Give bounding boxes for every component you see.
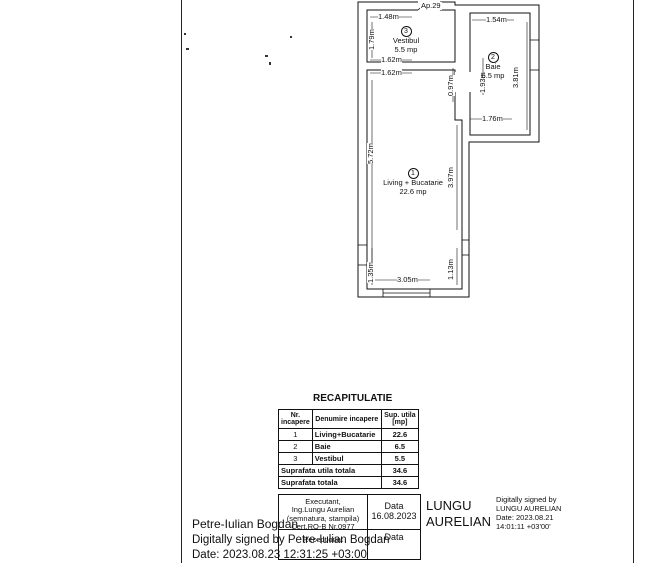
dim-1-35: 1.35m [366,262,375,283]
row-name: Living+Bucatarie [311,428,382,441]
dim-3-05: 3.05m [397,275,418,284]
row-nr: 1 [278,428,313,441]
dim-1-76: 1.76m [482,114,503,123]
lungu-name-line2: AURELIAN [426,514,492,530]
executant-name: Ing.Lungu Aurelian [291,505,355,515]
total-label: Suprafata totala [278,476,382,489]
page-left-border [181,0,182,563]
petre-signed-by: Digitally signed by Petre-Iulian Bogdan [192,534,390,546]
petre-name: Petre-Iulian Bogdan [192,517,299,531]
apartment-label: Ap.29 [420,1,442,10]
date-value: 16.08.2023 [371,510,417,521]
room-name: Living + Bucatarie [383,178,443,187]
dim-1-79: 1.79m [367,29,376,50]
date-label-2: Data [384,532,404,542]
row-name: Vestibul [311,452,382,465]
row-nr: 3 [278,452,313,465]
room-area: 5.5 mp [394,44,418,54]
executant-divider [367,495,368,559]
scan-noise [186,48,189,50]
date-block-2: Data [369,532,419,543]
row-area: 6.5 [380,440,420,453]
dim-0-97: 0.97m [446,75,455,96]
lungu-signature-info: Digitally signed by LUNGU AURELIAN Date:… [496,495,561,531]
scan-noise [269,62,271,65]
lungu-date: Date: 2023.08.21 [496,513,554,522]
row-area: 5.5 [380,452,420,465]
petre-date: Date: 2023.08.23 12:31:25 +03:00 [192,549,367,561]
recap-table: Nr. incapere Denumire incapere Sup. util… [278,409,420,489]
total-value: 34.6 [380,476,420,489]
table-row: 3 Vestibul 5.5 [278,452,420,465]
floor-plan [357,0,540,298]
header-name: Denumire incapere [311,409,382,429]
room-area: 22.6 mp [399,186,427,196]
dim-3-97: 3.97m [446,167,455,188]
total-util-label: Suprafata utila totala [278,464,382,477]
page-right-border [633,0,634,563]
total-util-value: 34.6 [380,464,420,477]
room-area: 6.5 mp [481,70,505,80]
recap-title: RECAPITULATIE [313,393,393,404]
table-row: 2 Baie 6.5 [278,440,420,453]
table-row: 1 Living+Bucatarie 22.6 [278,428,420,441]
scan-noise [290,36,292,38]
dim-1-54: 1.54m [486,15,507,24]
dim-1-13: 1.13m [446,259,455,280]
header-nr: Nr. incapere [278,409,313,429]
lungu-signed-name: LUNGU AURELIAN [496,504,562,513]
executant-block: Executant, Ing.Lungu Aurelian (semnatura… [281,497,365,544]
scan-noise [265,55,268,57]
table-row: Suprafata utila totala 34.6 [278,464,420,477]
dim-1-62-top: 1.62m [381,55,402,64]
executant-box: Executant, Ing.Lungu Aurelian (semnatura… [278,494,421,560]
lungu-name-signature: LUNGU AURELIAN [426,498,491,531]
room-name: Baie [485,62,501,71]
row-area: 22.6 [380,428,420,441]
executant-divider-h [279,529,420,530]
lungu-name-line1: LUNGU [426,498,472,513]
date-block: Data 16.08.2023 [369,501,419,522]
lungu-time: 14:01:11 +03'00' [496,522,551,531]
scan-noise [184,33,186,35]
room-baie: 2 Baie 6.5 mp [475,52,511,80]
table-row: Suprafata totala 34.6 [278,476,420,489]
row-nr: 2 [278,440,313,453]
dim-1-48: 1.48m [378,12,399,21]
executant-cert: Cert.RO-B Nr.0977 [291,521,355,531]
room-name: Vestibul [392,36,420,45]
executant-sign-hint: (semnatura, stampila) [286,513,360,523]
lungu-signed-by: Digitally signed by [496,495,557,504]
date-label: Data [384,501,404,511]
receptionat-label: Receptionat [302,535,344,544]
header-area: Sup. utila [mp] [380,409,420,429]
row-name: Baie [311,440,382,453]
dim-5-72: 5.72m [366,143,375,164]
room-vestibul: 3 Vestibul 5.5 mp [386,26,426,54]
room-living: 1 Living + Bucatarie 22.6 mp [378,168,448,196]
dim-1-62-bottom: 1.62m [381,68,402,77]
executant-label: Executant, [305,497,341,506]
dim-3-81: 3.81m [511,67,520,88]
